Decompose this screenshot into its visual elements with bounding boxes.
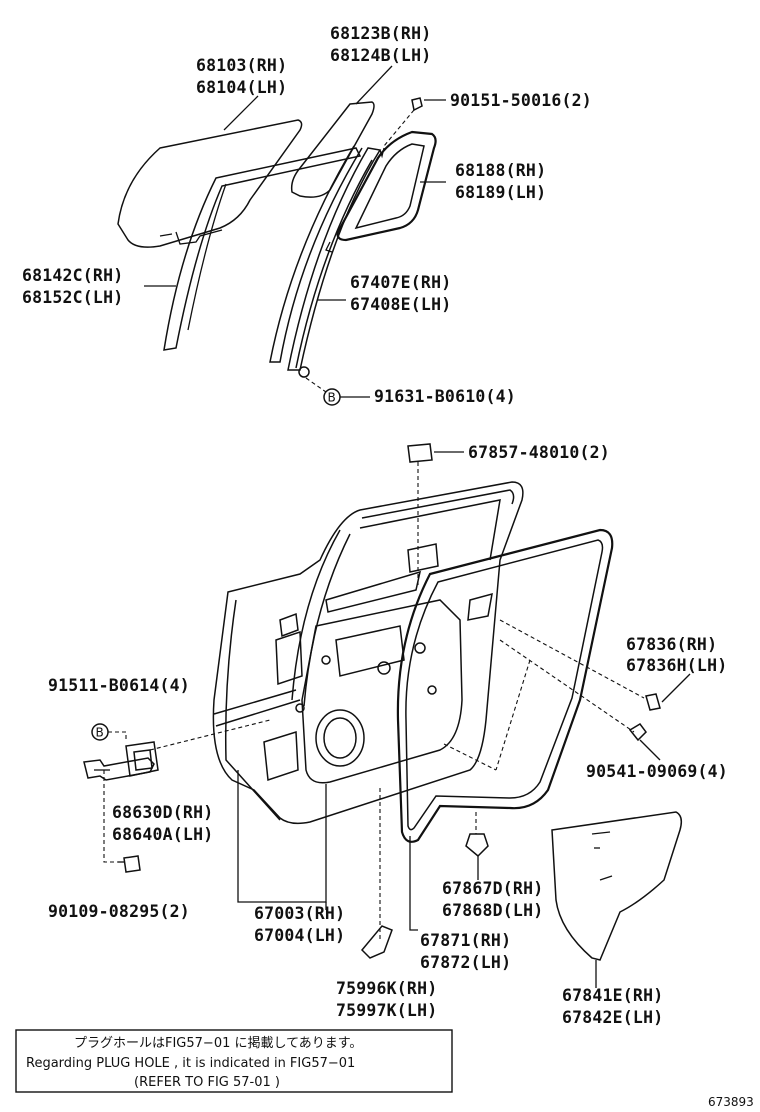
bolt-91511: B (91, 723, 109, 741)
label-68640a: 68640A(LH) (112, 825, 213, 844)
label-68124b: 68124B(LH) (330, 46, 431, 65)
label-90109: 90109-08295(2) (48, 902, 190, 921)
guide-line (499, 619, 645, 699)
label-90151: 90151-50016(2) (450, 91, 592, 110)
label-75996k: 75996K(RH) (336, 979, 437, 998)
door-glass (117, 119, 303, 248)
clip-67867 (465, 833, 489, 880)
note-line-refer: (REFER TO FIG 57-01 ) (134, 1075, 280, 1090)
label-67836: 67836(RH) (626, 635, 717, 654)
label-67407e: 67407E(RH) (350, 273, 451, 292)
note-line-english: Regarding PLUG HOLE , it is indicated in… (26, 1056, 355, 1071)
label-68630d: 68630D(RH) (112, 803, 213, 822)
note-box: プラグホールはFIG57−01 に掲載してあります。 Regarding PLU… (15, 1029, 453, 1093)
label-68188: 68188(RH) (455, 161, 546, 180)
quarter-glass (290, 101, 375, 198)
label-91511: 91511-B0614(4) (48, 676, 190, 695)
label-68152c: 68152C(LH) (22, 288, 123, 307)
bolt-symbol: B (96, 726, 104, 740)
screw-90541 (628, 723, 661, 761)
service-hole-cover (551, 811, 683, 961)
label-67868d: 67868D(LH) (442, 901, 543, 920)
label-67857: 67857-48010(2) (468, 443, 610, 462)
label-67872: 67872(LH) (420, 953, 511, 972)
screw-90151 (383, 97, 423, 147)
label-90541: 90541-09069(4) (586, 762, 728, 781)
guide-line (103, 770, 124, 863)
label-67867d: 67867D(RH) (442, 879, 543, 898)
clip-67836 (645, 673, 691, 711)
guide-line (108, 731, 127, 742)
label-68189: 68189(LH) (455, 183, 546, 202)
label-67842e: 67842E(LH) (562, 1008, 663, 1027)
leader-68123 (355, 65, 393, 105)
label-75997k: 75997K(LH) (336, 1001, 437, 1020)
note-line-japanese: プラグホールはFIG57−01 に掲載してあります。 (74, 1035, 362, 1051)
door-shell (212, 481, 524, 825)
guide-line (443, 743, 497, 771)
label-91631: 91631-B0610(4) (374, 387, 516, 406)
door-hinge (83, 741, 159, 781)
label-67841e: 67841E(RH) (562, 986, 663, 1005)
label-67871: 67871(RH) (420, 931, 511, 950)
guide-line (495, 659, 531, 771)
label-67004: 67004(LH) (254, 926, 345, 945)
quarter-window-frame (336, 130, 437, 242)
label-68104: 68104(LH) (196, 78, 287, 97)
leader-67871 (409, 836, 418, 931)
bolt-symbol: B (328, 391, 336, 405)
run-channel (163, 147, 362, 351)
guide-line (499, 639, 635, 733)
door-moulding (360, 925, 393, 959)
figure-number: 673893 (708, 1095, 754, 1109)
label-67408e: 67408E(LH) (350, 295, 451, 314)
label-67003: 67003(RH) (254, 904, 345, 923)
guide-line (149, 719, 271, 751)
label-68142c: 68142C(RH) (22, 266, 123, 285)
label-67836h: 67836H(LH) (626, 656, 727, 675)
door-weatherstrip (396, 528, 614, 843)
leader-67003 (237, 770, 327, 903)
bolt-90109 (118, 855, 141, 873)
bolt-91631: B (298, 366, 341, 406)
leader-68103 (223, 95, 259, 131)
label-68123b: 68123B(RH) (330, 24, 431, 43)
label-68103: 68103(RH) (196, 56, 287, 75)
clip-67857 (407, 443, 464, 586)
